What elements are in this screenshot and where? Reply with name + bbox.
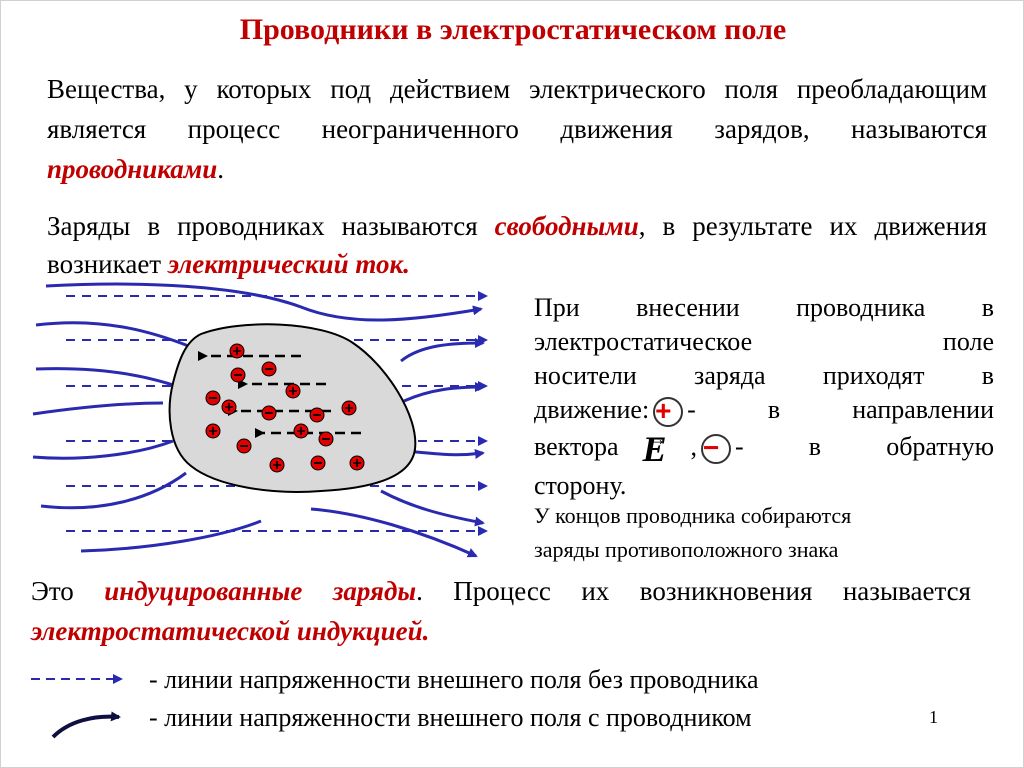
legend-dashed-label: - линии напряженности внешнего поля без …	[149, 665, 759, 694]
motion-line-1: При внесении проводника в	[534, 293, 994, 322]
term-electrostatic-induction: электростатической индукцией.	[31, 616, 430, 646]
induction-text-2: . Процесс их возникновения называется	[416, 576, 971, 606]
term-free: свободными	[494, 211, 639, 241]
free-charges-text-2: , в результате их движения возникает	[47, 211, 987, 279]
motion-line-2: электростатическое поле	[534, 327, 994, 356]
legend-solid-label: - линии напряженности внешнего поля с пр…	[149, 703, 752, 732]
page-number: 1	[929, 707, 938, 727]
positive-charges	[205, 343, 365, 473]
conductor-ends-note: У концов проводника собираются заряды пр…	[534, 499, 974, 567]
definition-paragraph: Вещества, у которых под действием электр…	[47, 69, 987, 189]
motion-line-3: носители заряда приходят в	[534, 361, 994, 390]
electron-motion-arrows	[198, 351, 361, 438]
definition-tail: .	[217, 154, 225, 184]
motion-line-5: вектора →E,−- в обратную	[534, 427, 994, 469]
conductor-diagram	[32, 282, 488, 558]
minus-icon: −	[701, 433, 732, 465]
free-charges-text: Заряды в проводниках называются	[47, 211, 495, 241]
dashed-line-legend-icon	[31, 674, 123, 684]
ends-note-line-2: заряды противоположного знака	[534, 537, 839, 562]
motion-text-4b: - в направлении	[687, 395, 994, 424]
motion-text-5c: - в обратную	[735, 432, 994, 462]
solid-line-legend-icon	[51, 711, 121, 739]
induction-text: Это	[31, 576, 105, 606]
vector-e-symbol: →E	[642, 429, 667, 470]
motion-text-5a: вектора	[534, 432, 619, 462]
definition-text: Вещества, у которых под действием электр…	[47, 74, 987, 144]
slide-title: Проводники в электростатическом поле	[239, 13, 787, 46]
motion-description: При внесении проводника в электростатиче…	[534, 291, 994, 503]
motion-line-4: движение:+- в направлении	[534, 393, 994, 428]
conductor-body	[168, 323, 417, 493]
motion-line-6: сторону.	[534, 471, 627, 501]
term-conductors: проводниками	[47, 154, 218, 184]
motion-text-5b: ,	[690, 432, 698, 462]
induction-paragraph: Это индуцированные заряды. Процесс их во…	[31, 571, 971, 651]
distorted-field-lines	[32, 282, 485, 558]
ends-note-line-1: У концов проводника собираются	[534, 503, 852, 528]
motion-text-4a: движение:	[534, 395, 650, 424]
term-induced-charges: индуцированные заряды	[104, 576, 417, 606]
term-electric-current: электрический ток.	[167, 249, 410, 279]
plus-icon: +	[653, 396, 684, 428]
negative-charges	[205, 361, 334, 471]
free-charges-paragraph: Заряды в проводниках называются свободны…	[47, 207, 987, 283]
